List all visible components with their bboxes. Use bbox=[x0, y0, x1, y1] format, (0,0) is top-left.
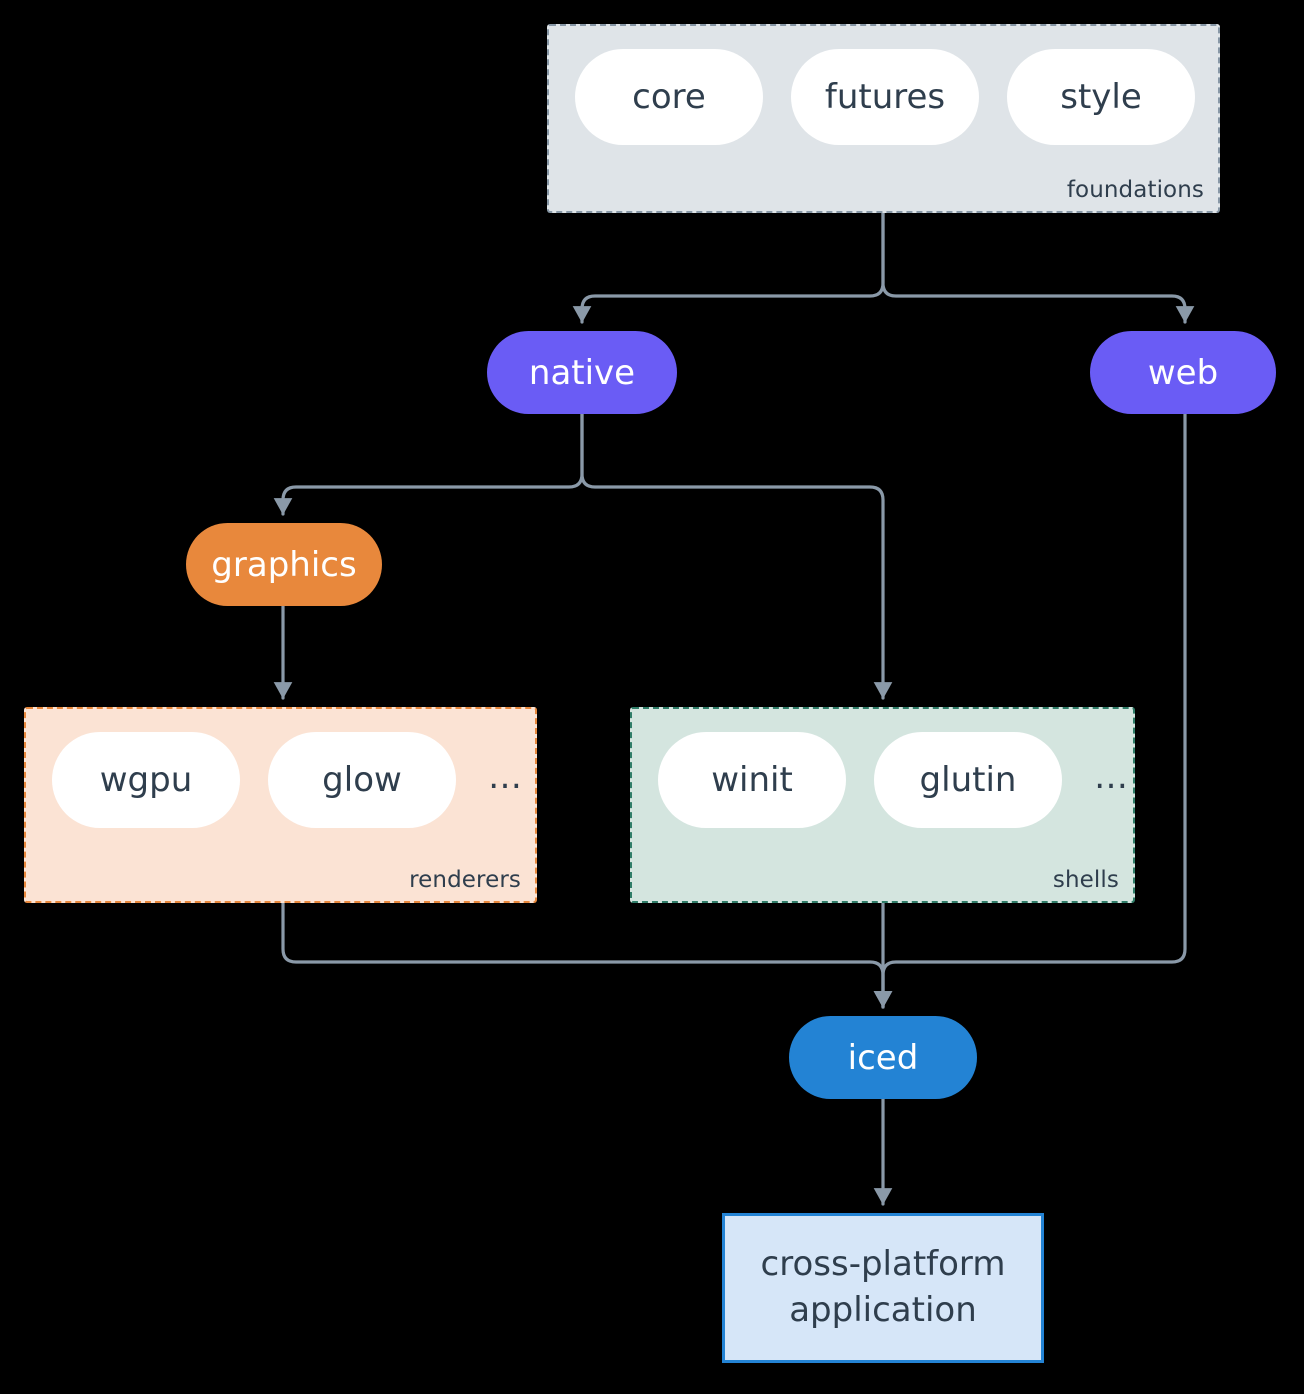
node-style[interactable]: style bbox=[1007, 49, 1195, 145]
shells-overflow-ellipsis: … bbox=[1094, 757, 1128, 797]
group-foundations-items: core futures style bbox=[575, 49, 1195, 145]
group-shells-items: winit glutin … bbox=[658, 732, 1132, 828]
node-futures[interactable]: futures bbox=[791, 49, 979, 145]
node-wgpu[interactable]: wgpu bbox=[52, 732, 240, 828]
group-renderers[interactable]: wgpu glow … renderers bbox=[24, 707, 537, 903]
group-renderers-label: renderers bbox=[409, 867, 521, 893]
renderers-overflow-ellipsis: … bbox=[488, 757, 522, 797]
application-line-1: cross-platform bbox=[760, 1244, 1006, 1285]
group-shells[interactable]: winit glutin … shells bbox=[630, 707, 1135, 903]
node-core[interactable]: core bbox=[575, 49, 763, 145]
node-iced[interactable]: iced bbox=[789, 1016, 977, 1099]
node-winit[interactable]: winit bbox=[658, 732, 846, 828]
group-renderers-items: wgpu glow … bbox=[52, 732, 526, 828]
node-graphics[interactable]: graphics bbox=[186, 523, 382, 606]
node-glutin[interactable]: glutin bbox=[874, 732, 1062, 828]
group-foundations-label: foundations bbox=[1066, 177, 1204, 203]
node-glow[interactable]: glow bbox=[268, 732, 456, 828]
node-native[interactable]: native bbox=[487, 331, 677, 414]
group-shells-label: shells bbox=[1052, 867, 1119, 893]
group-foundations[interactable]: core futures style foundations bbox=[547, 24, 1220, 213]
node-cross-platform-application[interactable]: cross-platform application bbox=[722, 1213, 1044, 1363]
node-web[interactable]: web bbox=[1090, 331, 1276, 414]
application-line-2: application bbox=[789, 1290, 977, 1330]
